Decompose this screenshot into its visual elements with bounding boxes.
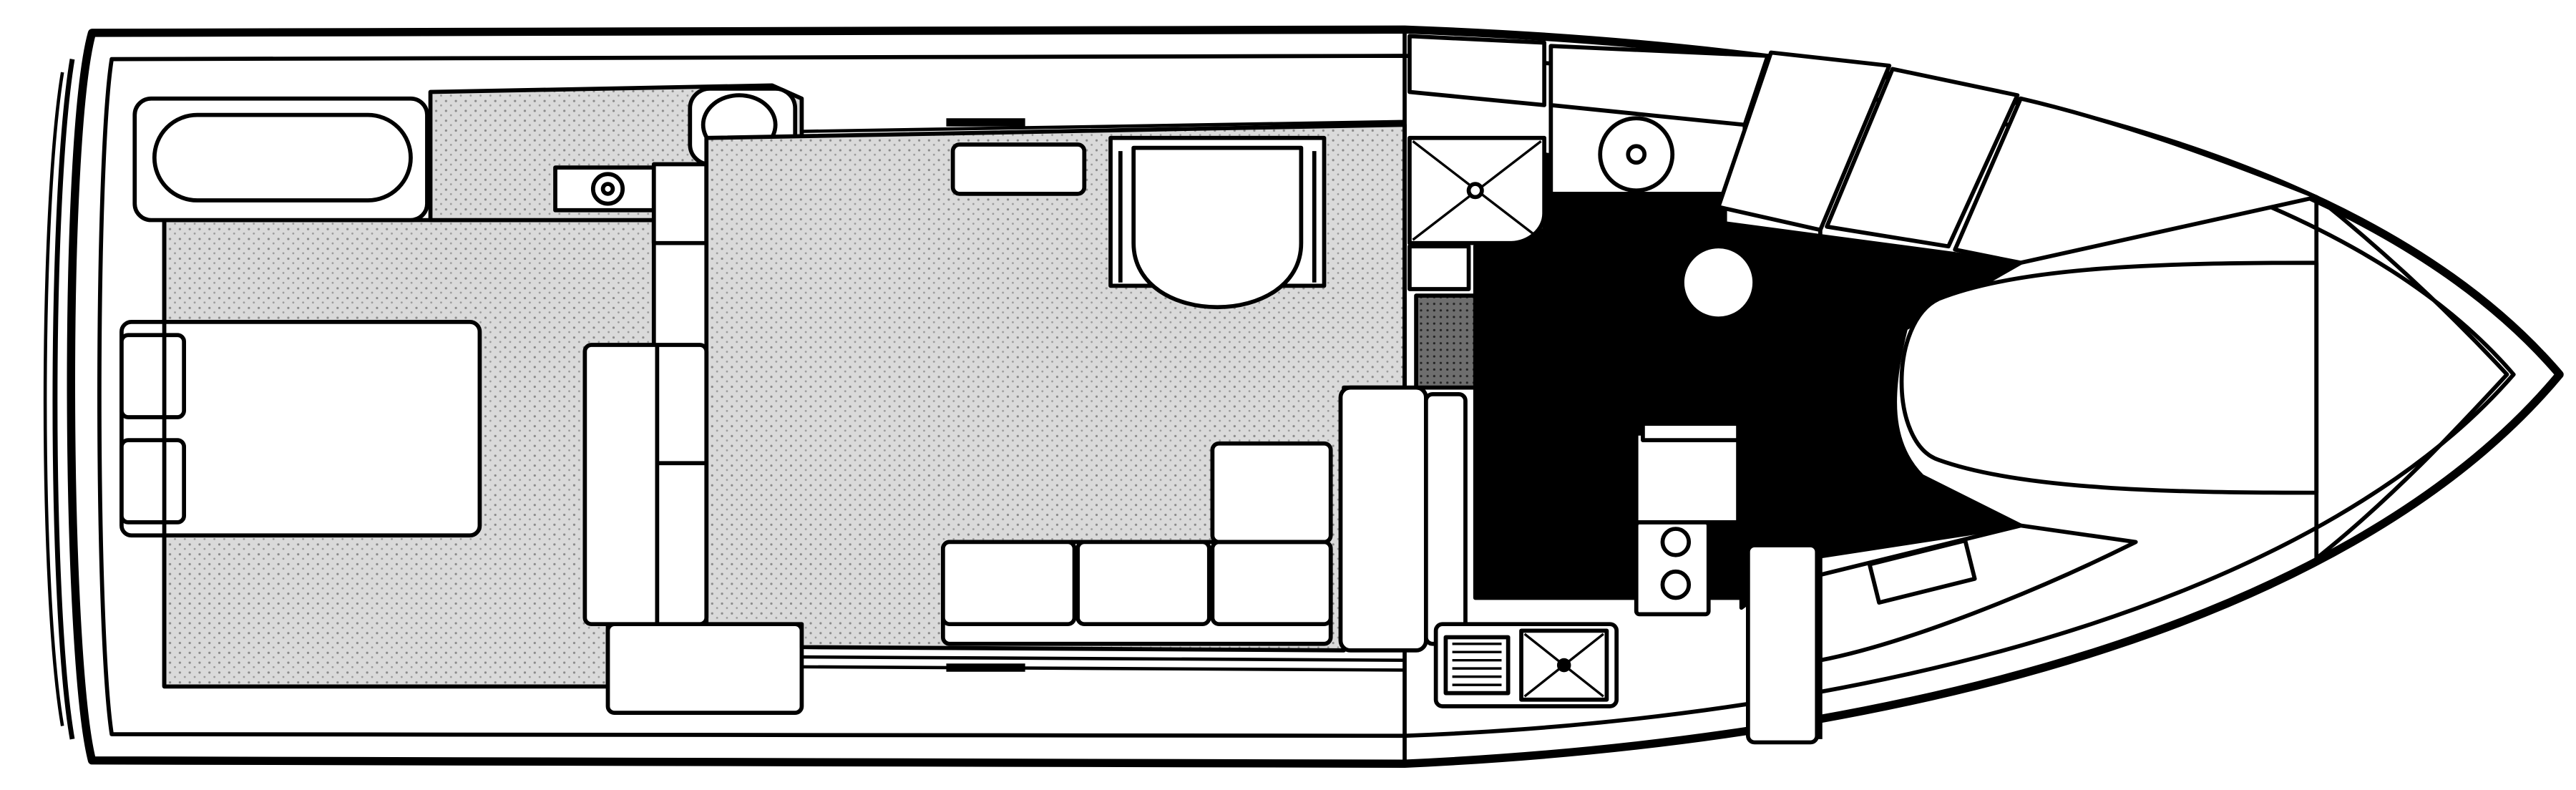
galley-counter (1634, 431, 1740, 525)
bench (1548, 44, 1770, 127)
window-rail (801, 665, 1405, 672)
galley-floor (1473, 152, 2023, 610)
stove-burner-icon (1660, 569, 1692, 600)
bench-corner (1407, 34, 1547, 107)
refrigerator-grille-bars (1452, 643, 1502, 686)
round-table (1680, 244, 1757, 321)
cleat (946, 118, 1025, 127)
aft-cabin (119, 83, 804, 715)
shower-drain-icon (1466, 182, 1484, 200)
sofa-arm (1210, 441, 1333, 545)
pillow (119, 438, 187, 525)
sink-drain-icon (600, 182, 615, 196)
head-bulkhead (651, 162, 709, 245)
cleat (946, 663, 1025, 672)
salon-cabinet (950, 142, 1087, 196)
pillow (119, 333, 187, 419)
helm-seat (1338, 385, 1428, 653)
sofa-cushion (1075, 540, 1211, 627)
transom-rail-outer (43, 72, 64, 726)
bench-cushion (1867, 538, 1977, 605)
bathtub-basin (152, 112, 413, 203)
helm-seat-back (1423, 391, 1468, 646)
galley-step (1414, 293, 1478, 390)
bow-inner (2315, 195, 2509, 560)
salon-settee (582, 343, 709, 627)
transom-rail (52, 59, 75, 740)
island-bed (119, 319, 482, 538)
sofa-cushion (1210, 540, 1333, 627)
window-rail (801, 120, 1405, 133)
stove-burner-icon (1660, 527, 1692, 557)
galley-counter-lip (1641, 421, 1740, 442)
berth-panel (1953, 96, 2319, 265)
sofa-cushion (940, 540, 1077, 627)
deck-cleats (946, 118, 1025, 672)
dinette-table (1131, 145, 1304, 310)
window-rail (801, 655, 1405, 662)
galley-cabinet (1745, 543, 1820, 745)
head-sink-drain-icon (1626, 144, 1647, 165)
v-berth (1407, 34, 2509, 739)
berth-panel (1825, 67, 2020, 249)
shower-seat (1407, 244, 1471, 291)
salon (582, 120, 1468, 672)
galley-sink-drain-icon (1556, 658, 1571, 673)
aft-locker (605, 622, 804, 715)
bow-cushion (1899, 260, 2319, 495)
